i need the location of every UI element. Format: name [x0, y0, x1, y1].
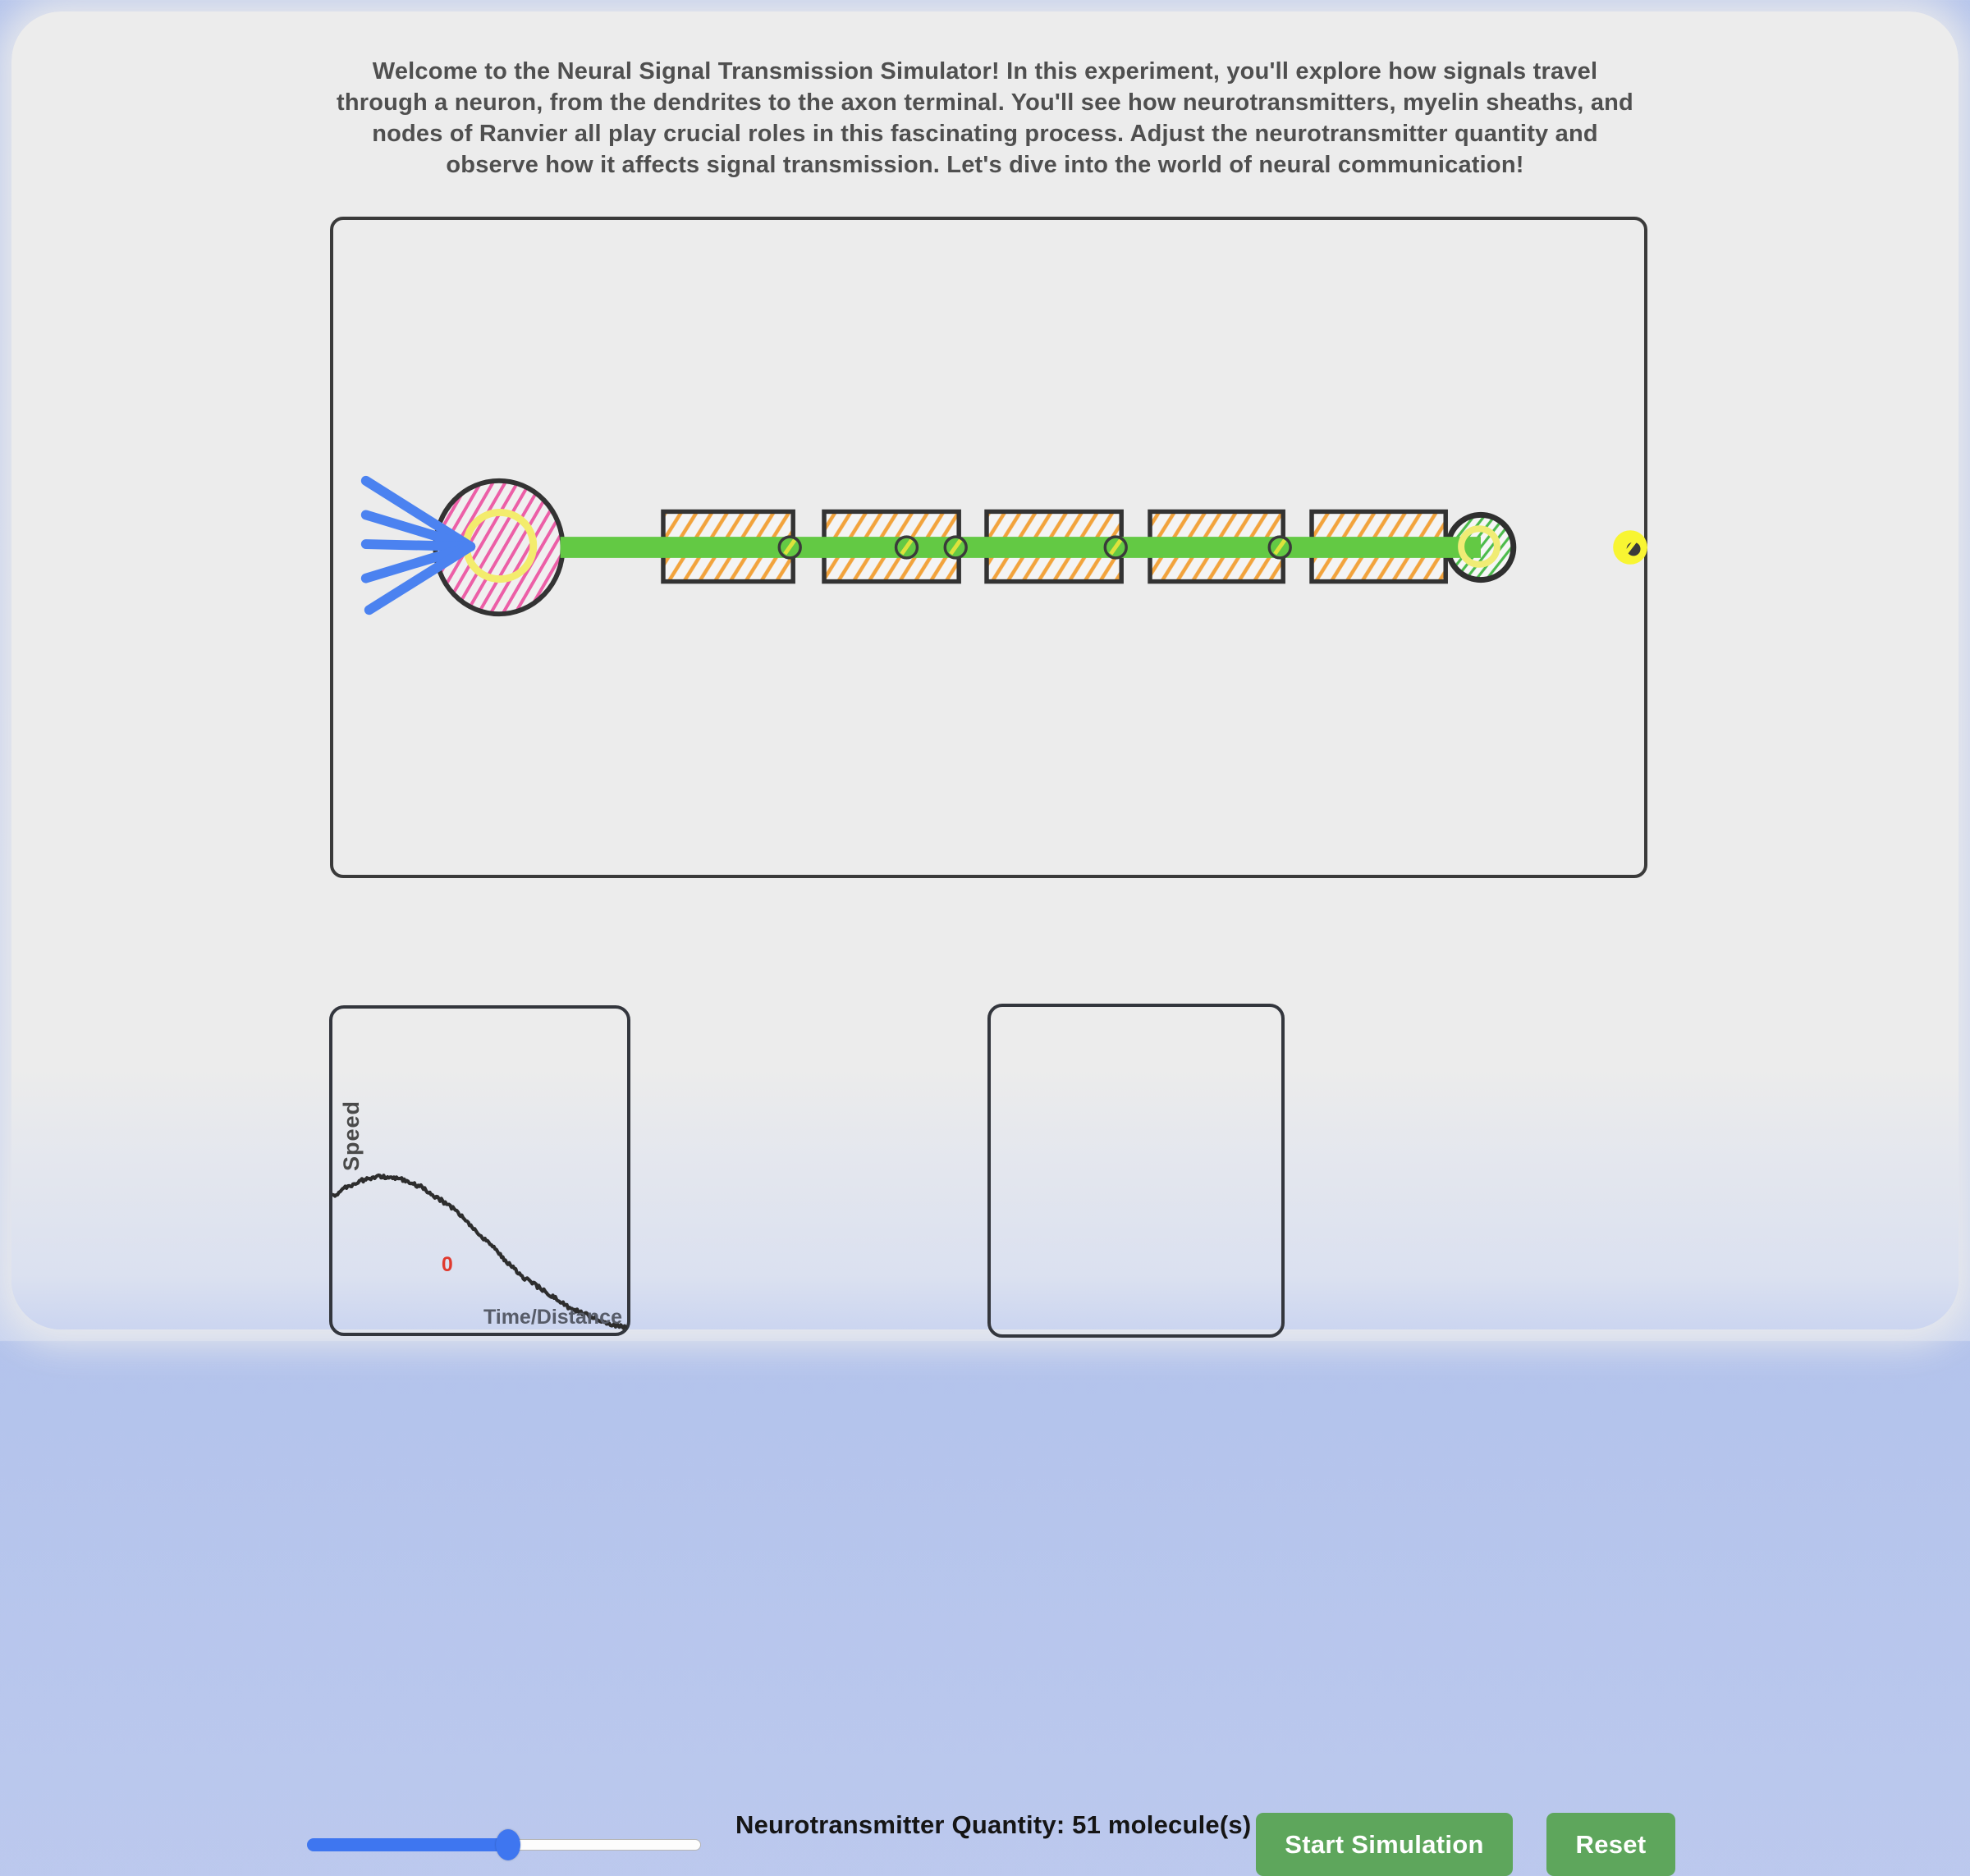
node-of-ranvier — [894, 535, 919, 560]
start-simulation-button[interactable]: Start Simulation — [1256, 1813, 1513, 1876]
page-background — [11, 11, 1959, 1329]
terminal-ring — [1458, 525, 1500, 568]
app-root: Welcome to the Neural Signal Transmissio… — [0, 11, 1970, 1876]
controls-row: Neurotransmitter Quantity: 51 molecule(s… — [0, 903, 1970, 1876]
neurotransmitter-quantity-slider[interactable] — [307, 1828, 701, 1860]
zero-annotation: 0 — [441, 1253, 453, 1277]
node-of-ranvier — [777, 535, 802, 560]
node-of-ranvier — [1103, 535, 1128, 560]
speed-axis-label: Speed — [339, 1100, 364, 1171]
slider-fill — [307, 1838, 508, 1851]
reset-button[interactable]: Reset — [1546, 1813, 1675, 1876]
neuron-simulation-canvas — [330, 217, 1647, 878]
nodes-of-ranvier — [777, 535, 1292, 560]
speed-graph-panel: Speed 0 Time/Distance — [329, 1005, 630, 1336]
neurotransmitter-molecule-icon — [1613, 530, 1647, 565]
slider-thumb[interactable] — [495, 1829, 520, 1860]
node-of-ranvier — [1267, 535, 1292, 560]
dendrites — [360, 475, 476, 615]
time-distance-axis-label: Time/Distance — [483, 1306, 622, 1329]
speed-graph-curve — [332, 1173, 627, 1330]
soma — [433, 478, 566, 617]
secondary-graph-panel — [987, 1004, 1285, 1338]
node-of-ranvier — [943, 535, 968, 560]
intro-text: Welcome to the Neural Signal Transmissio… — [337, 58, 1633, 178]
quantity-label: Neurotransmitter Quantity: 51 molecule(s… — [735, 1810, 1252, 1839]
neuron-svg — [360, 475, 1647, 617]
